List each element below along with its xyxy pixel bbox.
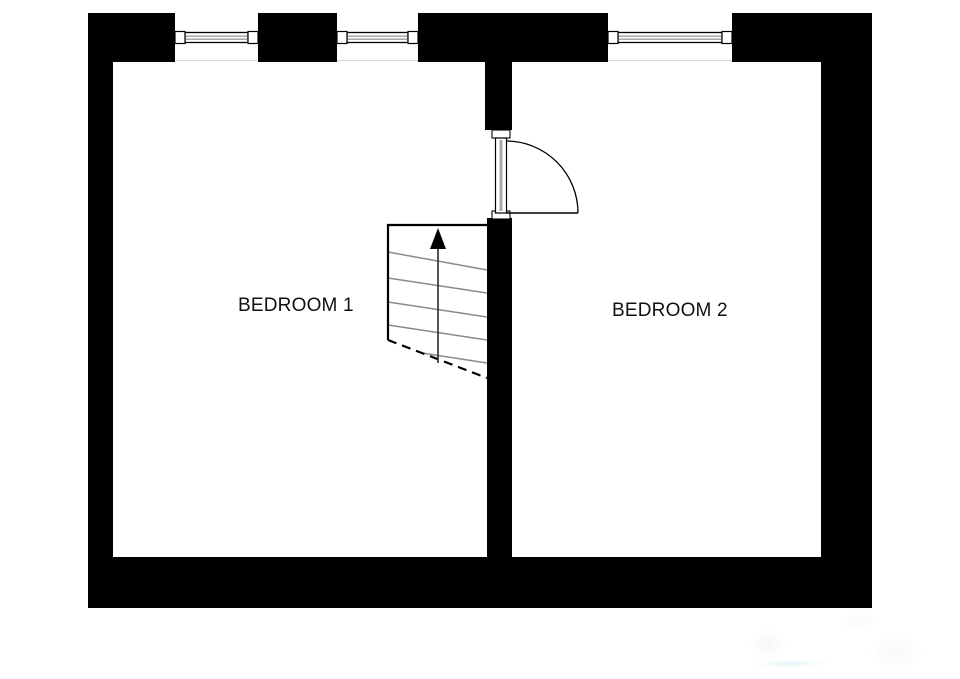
door-jamb-top — [491, 129, 511, 139]
door-swing-arc — [505, 140, 579, 214]
wall-left — [88, 13, 113, 608]
window-2-icon — [336, 30, 419, 62]
staircase-icon — [386, 223, 488, 380]
windows — [174, 30, 733, 62]
wall-bottom — [88, 557, 872, 608]
window-3-jamb-right — [721, 30, 733, 45]
bedroom-1-label: BEDROOM 1 — [238, 295, 354, 316]
up-arrow-icon — [430, 228, 446, 249]
window-3-glazing — [617, 31, 723, 44]
window-1-glazing — [184, 31, 249, 44]
window-2-jamb-right — [407, 30, 419, 45]
stair-tread — [421, 352, 488, 364]
stair-outline — [386, 223, 487, 340]
window-1-jamb-right — [247, 30, 259, 45]
window-3-icon — [607, 30, 733, 62]
wall-right — [821, 13, 872, 608]
window-1-icon — [174, 30, 259, 62]
window-1-jamb-left — [174, 30, 186, 45]
wall-top-pier-1 — [258, 13, 337, 62]
window-3-jamb-left — [607, 30, 619, 45]
window-2-jamb-left — [336, 30, 348, 45]
bedroom-2-label: BEDROOM 2 — [612, 300, 728, 321]
window-2-glazing — [346, 31, 409, 44]
walls — [88, 13, 872, 608]
wall-center-lower — [487, 218, 512, 557]
wall-top-center-pier — [418, 13, 608, 62]
wall-center-upper-stub — [485, 62, 512, 130]
door-icon — [491, 129, 579, 220]
